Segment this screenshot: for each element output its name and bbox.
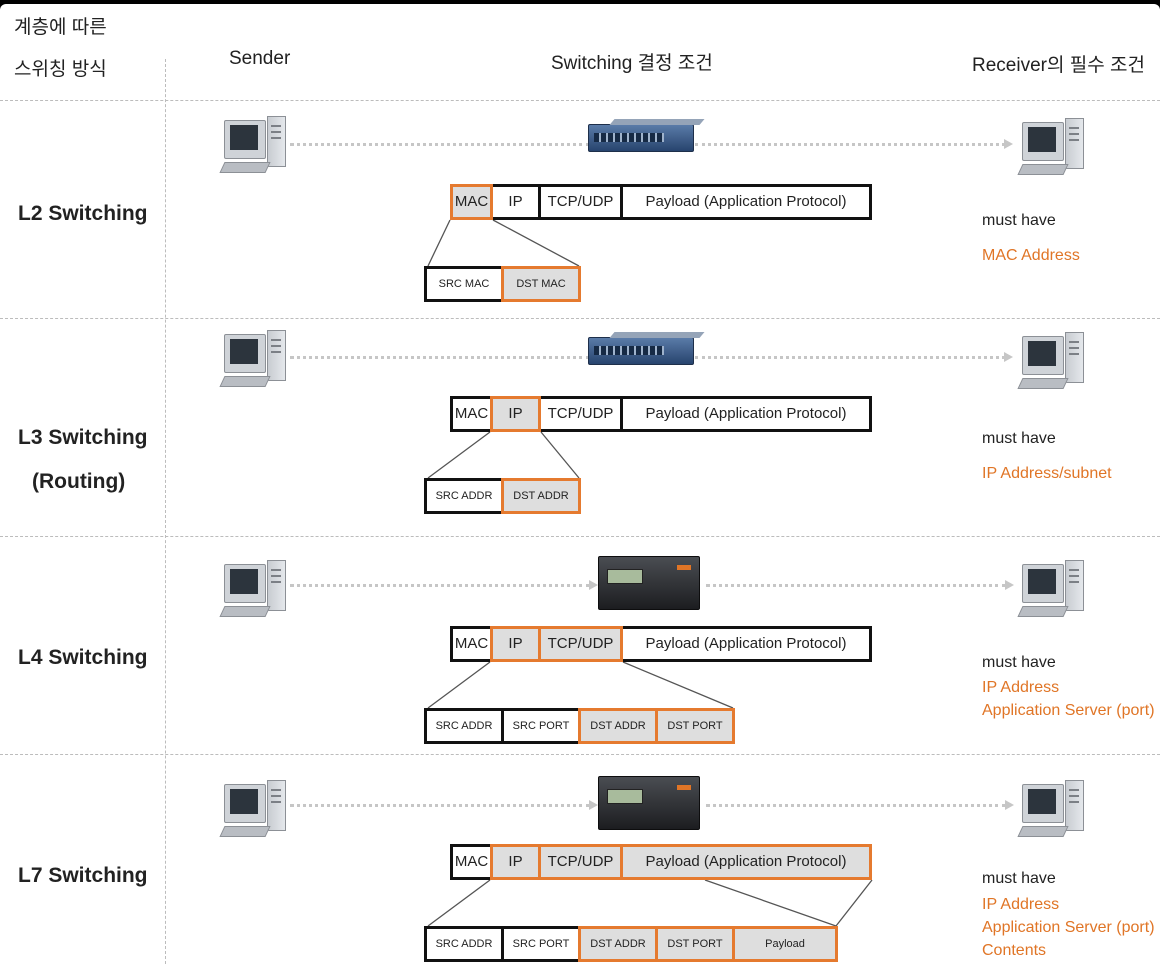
- diagram-canvas: 계층에 따른 스위칭 방식 Sender Switching 결정 조건 Rec…: [0, 4, 1160, 972]
- flow-arrow: [695, 139, 1013, 149]
- frame-field-mac: MAC: [450, 844, 493, 880]
- level-label-l7: L7 Switching: [18, 864, 148, 887]
- detail-src-addr: SRC ADDR: [424, 478, 504, 514]
- frame-field-mac: MAC: [450, 626, 493, 662]
- requirement-text: IP Address: [982, 896, 1060, 913]
- breakdown-line: [492, 219, 580, 267]
- requirement-text: IP Address/subnet: [982, 465, 1112, 482]
- frame-field-ip: IP: [490, 844, 541, 880]
- detail-dst-mac: DST MAC: [501, 266, 581, 302]
- sender-computer-icon: [219, 780, 288, 838]
- must-have-label: must have: [982, 654, 1056, 671]
- must-have-label: must have: [982, 870, 1056, 887]
- flow-arrow: [290, 352, 598, 362]
- flow-arrow: [290, 580, 598, 590]
- frame-field-mac: MAC: [450, 184, 493, 220]
- frame-field-ip: IP: [490, 184, 541, 220]
- frame-field-payload: Payload (Application Protocol): [620, 844, 872, 880]
- row-divider: [0, 536, 1160, 537]
- detail-src-mac: SRC MAC: [424, 266, 504, 302]
- flow-arrow: [706, 580, 1014, 590]
- column-divider: [165, 59, 166, 964]
- detail-dst-port: DST PORT: [655, 926, 735, 962]
- detail-src-addr: SRC ADDR: [424, 926, 504, 962]
- level-label-l3: L3 Switching: [18, 426, 148, 449]
- l7-switch-icon: [598, 776, 700, 830]
- detail-src-addr: SRC ADDR: [424, 708, 504, 744]
- detail-dst-addr: DST ADDR: [578, 708, 658, 744]
- frame-field-payload: Payload (Application Protocol): [620, 626, 872, 662]
- receiver-computer-icon: [1017, 118, 1086, 176]
- flow-arrow: [290, 800, 598, 810]
- breakdown-line: [427, 661, 491, 709]
- requirement-text: Contents: [982, 942, 1047, 959]
- breakdown-line: [540, 431, 580, 479]
- breakdown-line: [427, 879, 491, 927]
- detail-src-port: SRC PORT: [501, 708, 581, 744]
- flow-arrow: [706, 800, 1014, 810]
- requirement-text: IP Address: [982, 679, 1060, 696]
- flow-arrow: [695, 352, 1013, 362]
- row-divider: [0, 318, 1160, 319]
- header-method-line2: 스위칭 방식: [14, 59, 107, 80]
- header-condition: Switching 결정 조건: [551, 53, 713, 74]
- receiver-computer-icon: [1017, 332, 1086, 390]
- breakdown-line: [704, 879, 837, 927]
- breakdown-line: [835, 879, 873, 927]
- level-label-l3-routing: (Routing): [32, 470, 126, 493]
- l4-switch-icon: [598, 556, 700, 610]
- requirement-text: Application Server (port): [982, 919, 1155, 936]
- row-divider: [0, 754, 1160, 755]
- header-receiver: Receiver의 필수 조건: [972, 55, 1145, 76]
- breakdown-line: [427, 431, 491, 479]
- must-have-label: must have: [982, 212, 1056, 229]
- detail-src-port: SRC PORT: [501, 926, 581, 962]
- detail-dst-port: DST PORT: [655, 708, 735, 744]
- header-sender: Sender: [229, 48, 291, 69]
- sender-computer-icon: [219, 116, 288, 174]
- frame-field-tcpudp: TCP/UDP: [538, 844, 623, 880]
- receiver-computer-icon: [1017, 560, 1086, 618]
- level-label-l2: L2 Switching: [18, 202, 148, 225]
- detail-dst-addr: DST ADDR: [578, 926, 658, 962]
- frame-field-tcpudp: TCP/UDP: [538, 396, 623, 432]
- l2-switch-icon: [588, 124, 694, 152]
- frame-field-tcpudp: TCP/UDP: [538, 626, 623, 662]
- frame-field-payload: Payload (Application Protocol): [620, 396, 872, 432]
- breakdown-line: [427, 219, 451, 267]
- frame-field-payload: Payload (Application Protocol): [620, 184, 872, 220]
- requirement-text: Application Server (port): [982, 702, 1155, 719]
- header-method-line1: 계층에 따른: [14, 17, 107, 38]
- receiver-computer-icon: [1017, 780, 1086, 838]
- flow-arrow: [290, 139, 598, 149]
- frame-field-ip: IP: [490, 396, 541, 432]
- frame-field-mac: MAC: [450, 396, 493, 432]
- requirement-text: MAC Address: [982, 247, 1080, 264]
- l3-switch-icon: [588, 337, 694, 365]
- must-have-label: must have: [982, 430, 1056, 447]
- detail-payload: Payload: [732, 926, 838, 962]
- level-label-l4: L4 Switching: [18, 646, 148, 669]
- frame-field-tcpudp: TCP/UDP: [538, 184, 623, 220]
- sender-computer-icon: [219, 560, 288, 618]
- breakdown-line: [622, 661, 734, 709]
- row-divider: [0, 100, 1160, 101]
- detail-dst-addr: DST ADDR: [501, 478, 581, 514]
- frame-field-ip: IP: [490, 626, 541, 662]
- sender-computer-icon: [219, 330, 288, 388]
